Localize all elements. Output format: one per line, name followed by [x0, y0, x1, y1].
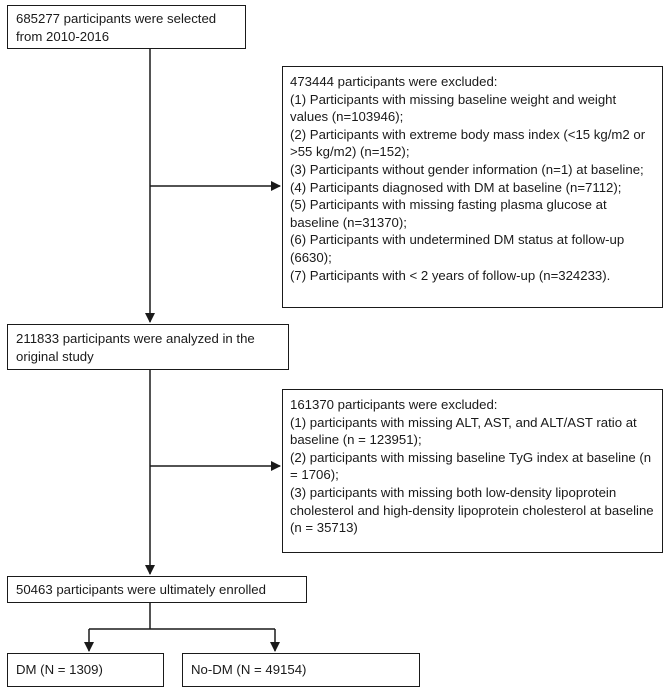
nodm-text: No-DM (N = 49154) — [191, 662, 307, 677]
analyzed-box: 211833 participants were analyzed in the… — [7, 324, 289, 370]
enrolled-box: 50463 participants were ultimately enrol… — [7, 576, 307, 603]
analyzed-text: 211833 participants were analyzed in the… — [16, 331, 255, 364]
exclusion-1-item: (2) Participants with extreme body mass … — [290, 126, 646, 160]
exclusion-2-title: 161370 participants were excluded: — [290, 397, 498, 412]
exclusion-1-item: (7) Participants with < 2 years of follo… — [290, 267, 611, 283]
enrolled-text: 50463 participants were ultimately enrol… — [16, 582, 266, 597]
exclusion-2-item: (2) participants with missing baseline T… — [290, 449, 652, 483]
selected-box: 685277 participants were selected from 2… — [7, 5, 246, 49]
nodm-box: No-DM (N = 49154) — [182, 653, 420, 687]
dm-box: DM (N = 1309) — [7, 653, 164, 687]
exclusion-1-item: (3) Participants without gender informat… — [290, 161, 644, 177]
exclusion-box-1: 473444 participants were excluded: (1) P… — [282, 66, 663, 308]
exclusion-box-2: 161370 participants were excluded: (1) p… — [282, 389, 663, 553]
exclusion-1-item: (4) Participants diagnosed with DM at ba… — [290, 179, 622, 195]
selected-text: 685277 participants were selected from 2… — [16, 11, 217, 44]
exclusion-1-title: 473444 participants were excluded: — [290, 74, 498, 89]
dm-text: DM (N = 1309) — [16, 662, 103, 677]
exclusion-2-item: (1) participants with missing ALT, AST, … — [290, 414, 637, 448]
exclusion-2-item: (3) participants with missing both low-d… — [290, 484, 654, 536]
exclusion-1-item: (6) Participants with undetermined DM st… — [290, 232, 625, 265]
exclusion-1-item: (5) Participants with missing fasting pl… — [290, 197, 607, 230]
exclusion-1-item: (1) Participants with missing baseline w… — [290, 91, 617, 125]
